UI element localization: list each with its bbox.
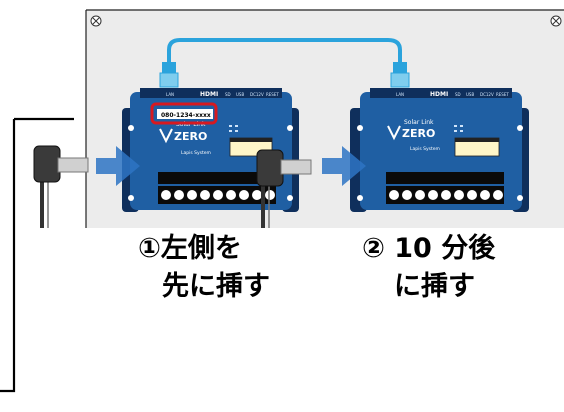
status-leds <box>454 125 463 132</box>
lan-plug-icon <box>390 62 410 88</box>
step-1-line-2: 先に挿す <box>162 271 270 302</box>
step-2-line-2: に挿す <box>394 271 475 302</box>
insert-arrow-icon <box>96 146 140 186</box>
port-label: DC12V <box>250 92 264 97</box>
mount-screw-icon <box>128 125 293 201</box>
spec-label <box>454 137 500 157</box>
insert-arrow-icon <box>322 146 366 186</box>
lan-cable <box>167 38 402 75</box>
port-label: RESET <box>266 92 279 97</box>
step-1-line-1: ①左側を <box>138 233 242 264</box>
terminal-block <box>386 172 504 204</box>
panel-screw-icon <box>90 15 102 27</box>
port-label: LAN <box>166 92 174 97</box>
solarlink-zero-device-1: HDMI LAN SD USB DC12V RESET Solar Link Z… <box>122 88 299 212</box>
mount-screw-icon <box>357 125 523 201</box>
serial-sticker: 080-1234-xxxx <box>157 109 213 119</box>
lan-plug-icon <box>159 62 179 88</box>
power-plug-left-icon <box>0 117 89 393</box>
hdmi-label: HDMI <box>200 91 218 98</box>
panel-screw-icon <box>550 15 562 27</box>
serial-number: 080-1234-xxxx <box>161 112 211 119</box>
power-plug-right-icon <box>256 149 312 228</box>
brand-logo-icon <box>387 125 401 141</box>
maker-label: Lapis System <box>410 146 440 152</box>
serial-highlight <box>150 102 218 125</box>
port-label: USB <box>236 92 244 97</box>
brand-small: Solar Link <box>404 119 434 126</box>
port-label: DC12V <box>480 92 494 97</box>
brand-large: ZERO <box>402 127 435 140</box>
port-label: SD <box>225 92 231 97</box>
port-label: LAN <box>396 92 404 97</box>
brand-large: ZERO <box>174 130 207 143</box>
solarlink-zero-device-2: HDMI LAN SD USB DC12V RESET Solar Link Z… <box>350 88 529 212</box>
hdmi-label: HDMI <box>430 91 448 98</box>
status-leds <box>229 125 238 132</box>
maker-label: Lapis System <box>181 150 211 156</box>
port-label: SD <box>455 92 461 97</box>
terminal-block <box>158 172 276 204</box>
port-label: RESET <box>496 92 509 97</box>
brand-logo-icon <box>159 128 173 144</box>
step-2-line-1: ② 10 分後 <box>362 233 496 264</box>
port-label: USB <box>466 92 474 97</box>
